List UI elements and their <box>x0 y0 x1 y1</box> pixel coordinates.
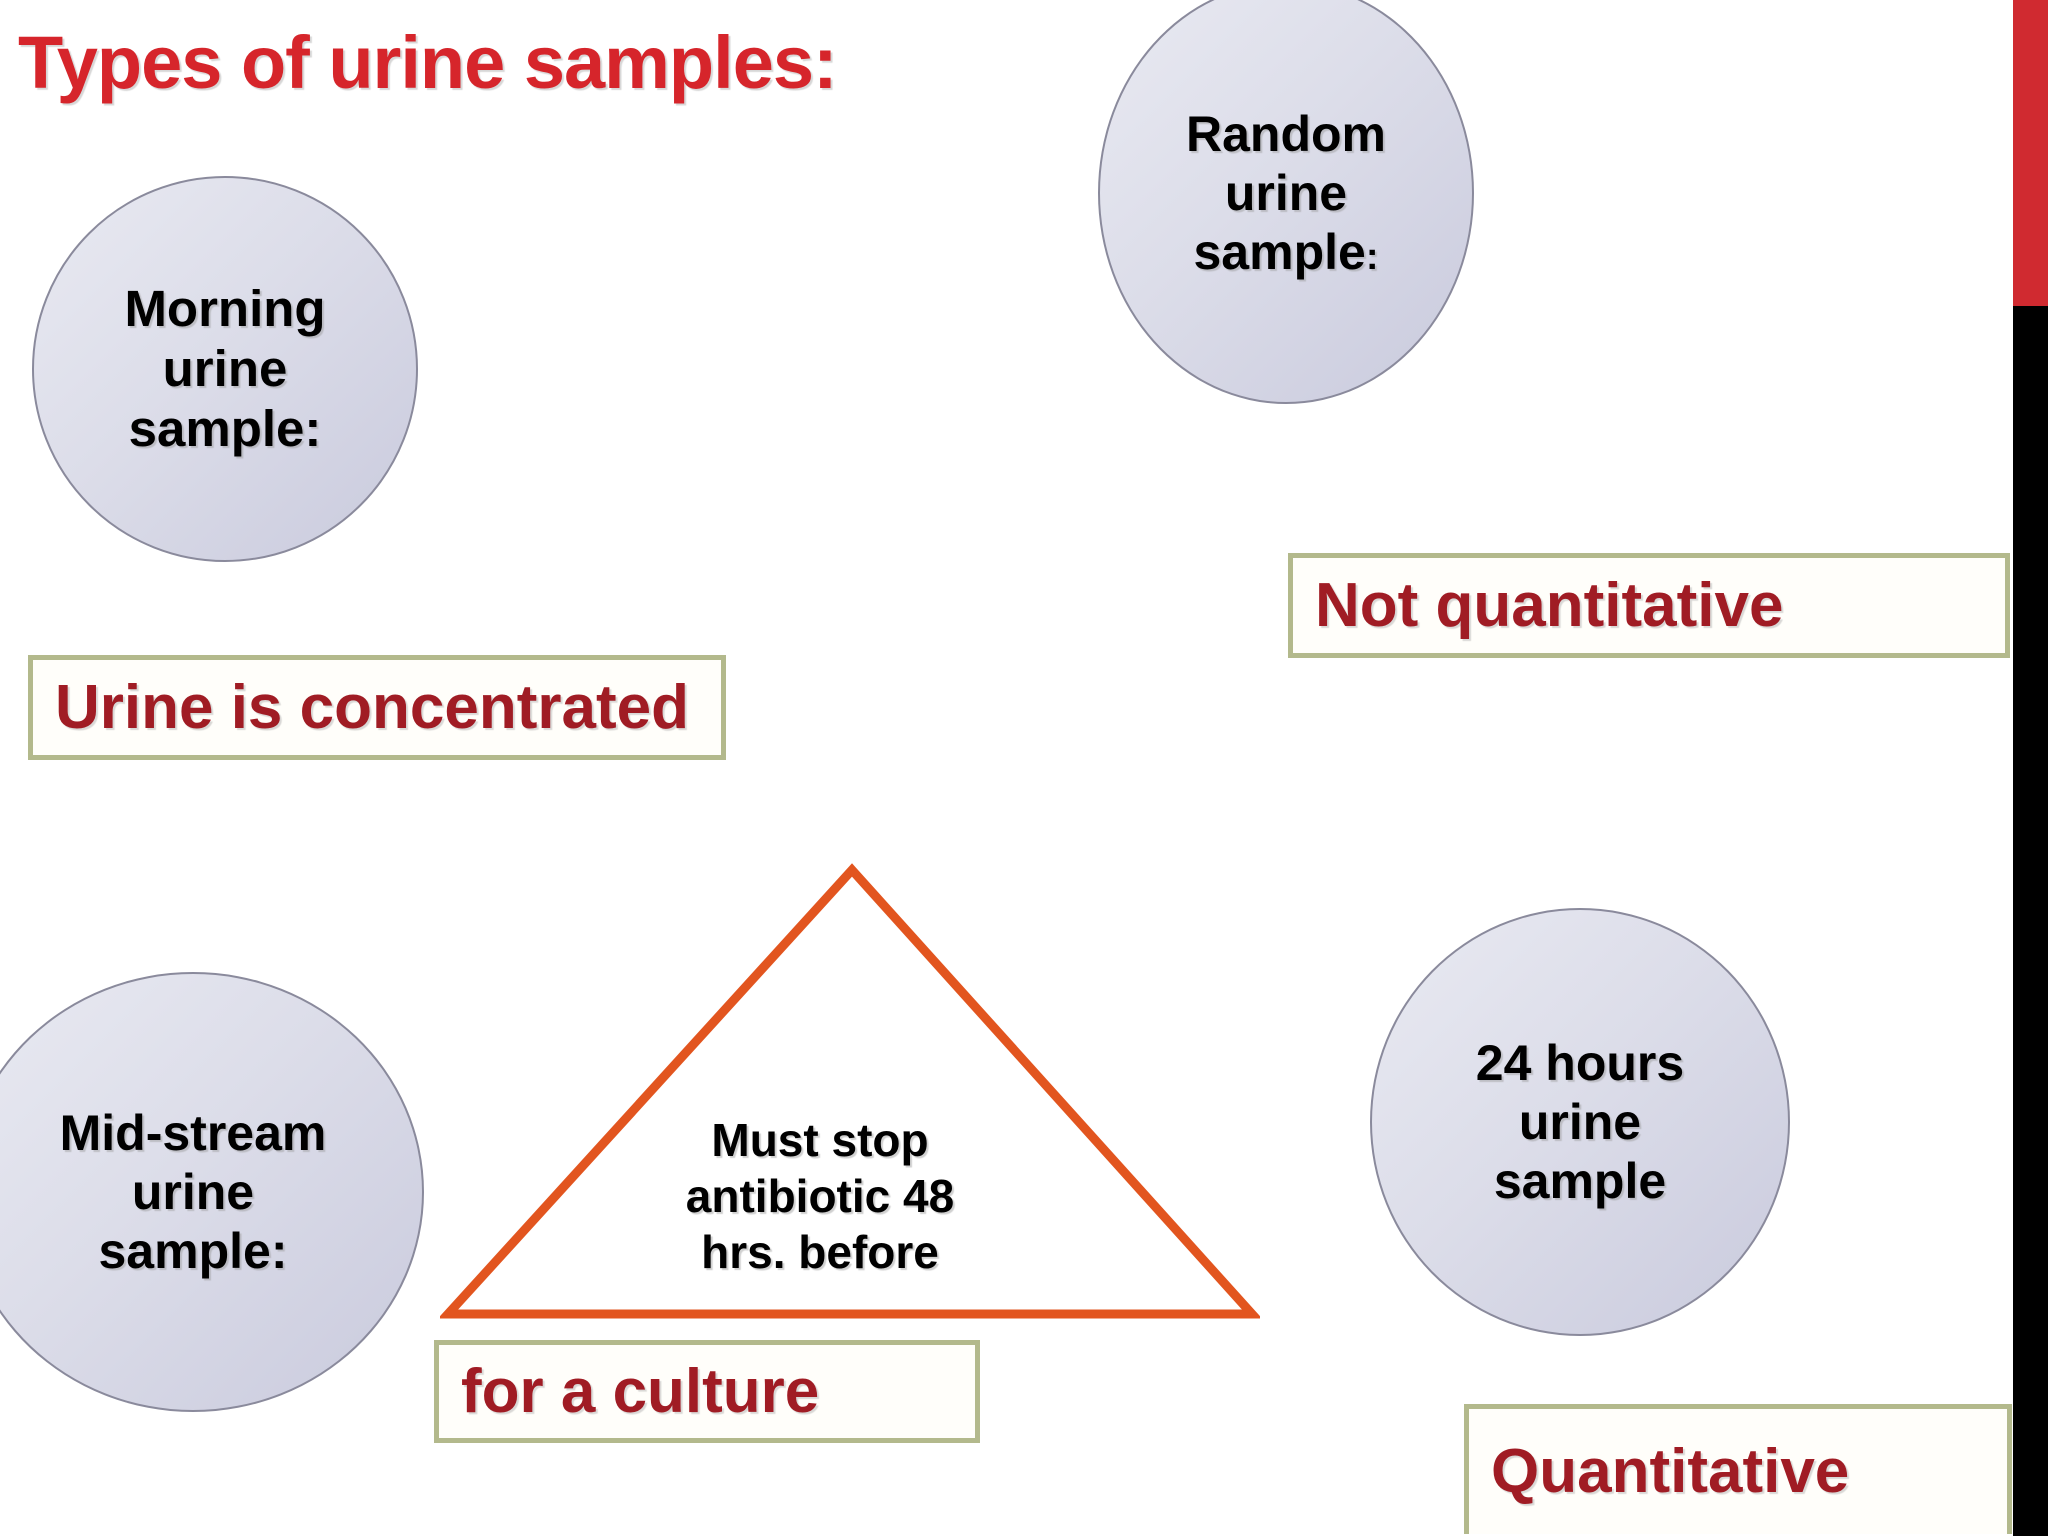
triangle-text-line: hrs. before <box>701 1226 939 1279</box>
callout-for-a-culture: for a culture <box>434 1340 980 1443</box>
triangle-text-line: antibiotic 48 <box>685 1170 955 1223</box>
oval-label-line: sample <box>1493 1152 1667 1209</box>
oval-label-line: urine <box>1518 1093 1642 1150</box>
oval-label-line: urine <box>131 1163 255 1220</box>
oval-label-line: urine <box>162 339 288 397</box>
callout-text: for a culture <box>461 1357 820 1426</box>
oval-mid-stream-urine-sample: Mid-stream urine sample: <box>0 972 424 1412</box>
triangle-icon <box>440 862 1260 1322</box>
oval-label-line: sample: <box>128 400 322 458</box>
right-edge-red-bar <box>2013 0 2048 306</box>
callout-text: Urine is concentrated <box>55 673 689 742</box>
oval-label-line: Morning <box>124 279 326 337</box>
oval-label-line: sample: <box>1178 223 1394 282</box>
oval-label-colon: : <box>1365 235 1379 278</box>
oval-label-line: 24 hours <box>1475 1034 1685 1091</box>
callout-text: Not quantitative <box>1315 571 1784 640</box>
oval-label-word: sample <box>1193 223 1366 280</box>
oval-label-line: urine <box>1224 164 1348 221</box>
triangle-text-line: Must stop <box>711 1114 929 1166</box>
page-title: Types of urine samples: <box>18 21 838 104</box>
triangle-text-block: Must stop antibiotic 48 hrs. before <box>640 1112 1000 1280</box>
oval-24-hours-urine-sample: 24 hours urine sample <box>1370 908 1790 1336</box>
oval-random-urine-sample: Random urine sample: <box>1098 0 1474 404</box>
right-edge-black-bar <box>2013 306 2048 1536</box>
oval-label-line: sample: <box>98 1222 288 1279</box>
oval-label-line: Random <box>1186 105 1386 162</box>
callout-not-quantitative: Not quantitative <box>1288 553 2010 658</box>
oval-morning-urine-sample: Morning urine sample: <box>32 176 418 562</box>
callout-text: Quantitative <box>1491 1437 1850 1506</box>
oval-label-line: Mid-stream <box>59 1104 327 1161</box>
callout-quantitative: Quantitative <box>1464 1404 2012 1534</box>
callout-urine-is-concentrated: Urine is concentrated <box>28 655 726 760</box>
antibiotic-warning-triangle <box>440 862 1260 1322</box>
